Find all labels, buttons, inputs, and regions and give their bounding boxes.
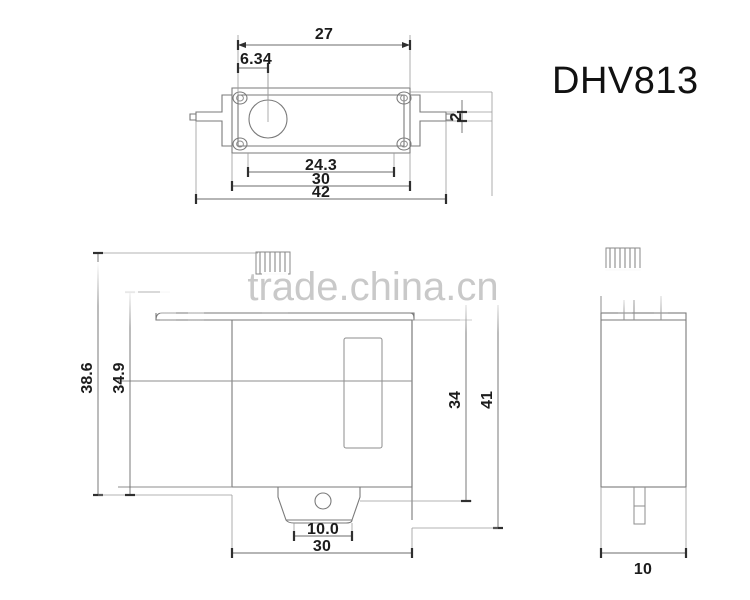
dim-386-group: 38.6 [79, 251, 232, 497]
front-view-inner-rect [343, 337, 383, 449]
page-title: DHV813 [552, 60, 699, 102]
dim-386-label: 38.6 [79, 362, 96, 393]
dim-349-label: 34.9 [111, 362, 128, 393]
dim-30-front-label: 30 [313, 538, 331, 555]
streak-a [160, 288, 176, 324]
front-view-bottom-step [232, 486, 412, 521]
top-view-hole-br-inner [400, 140, 408, 148]
side-wire-fade-2 [654, 286, 668, 316]
top-view-right-tab [410, 94, 447, 147]
dim-42-label: 42 [312, 184, 330, 201]
dim-42-group: 42 [194, 184, 448, 204]
dim-30-top-group: 30 [230, 171, 412, 191]
streak-b [188, 288, 204, 324]
dim-34-label: 34 [447, 391, 464, 409]
side-view-bottom-plate [600, 487, 687, 555]
dim-243-label: 24.3 [305, 157, 337, 174]
dim-634-group: 6.34 [236, 51, 272, 73]
dim-30-top-label: 30 [312, 171, 330, 188]
top-view-group: 27 6.34 2 [189, 26, 493, 204]
dim-2-group: 2 [446, 100, 492, 133]
dim-2-label: 2 [448, 112, 465, 121]
dim-10-group: 10 [599, 548, 688, 578]
dim-41-group: 41 [412, 305, 503, 530]
top-view-left-tab [195, 94, 232, 147]
dim-100-group: 10.0 [292, 521, 354, 541]
dim-27-group: 27 [236, 26, 412, 50]
top-view-hole-bl-outer [232, 137, 248, 151]
side-view-output-horn [605, 247, 641, 271]
top-view-left-tongue [189, 113, 196, 121]
top-view-hole-br-outer [396, 137, 412, 151]
streak-41 [492, 295, 506, 333]
dim-30-front-group: 30 [230, 495, 414, 558]
top-view-hole-tr-inner [400, 94, 408, 102]
top-view-hole-tr-outer [396, 91, 412, 105]
top-view-body-inner [237, 94, 405, 147]
top-view-hole-tl-inner [236, 94, 244, 102]
streak-386 [92, 262, 106, 306]
dim-100-label: 10.0 [307, 521, 339, 538]
streak-349 [124, 288, 138, 328]
dim-243-group: 24.3 [246, 157, 396, 177]
horn-fade [262, 272, 288, 316]
top-view-hole-bl-inner [236, 140, 244, 148]
watermark: trade.china.cn [247, 265, 498, 309]
dim-10-label: 10 [634, 561, 652, 578]
dim-41-label: 41 [479, 391, 496, 409]
side-view-group: 10 [599, 247, 688, 578]
dim-634-label: 6.34 [240, 51, 272, 68]
front-view-bottom-foot [285, 519, 353, 524]
front-view-group: 38.6 34.9 34 41 [79, 251, 506, 558]
dim-27-label: 27 [315, 26, 333, 43]
front-view-flange-top-edge [162, 312, 415, 319]
top-view-right-tongue [446, 113, 453, 121]
side-wire-fade-1 [618, 290, 632, 316]
streak-34 [460, 295, 474, 333]
top-view-hole-tl-outer [232, 91, 248, 105]
front-view-foot-hole [314, 492, 332, 510]
side-view-body [600, 312, 687, 488]
